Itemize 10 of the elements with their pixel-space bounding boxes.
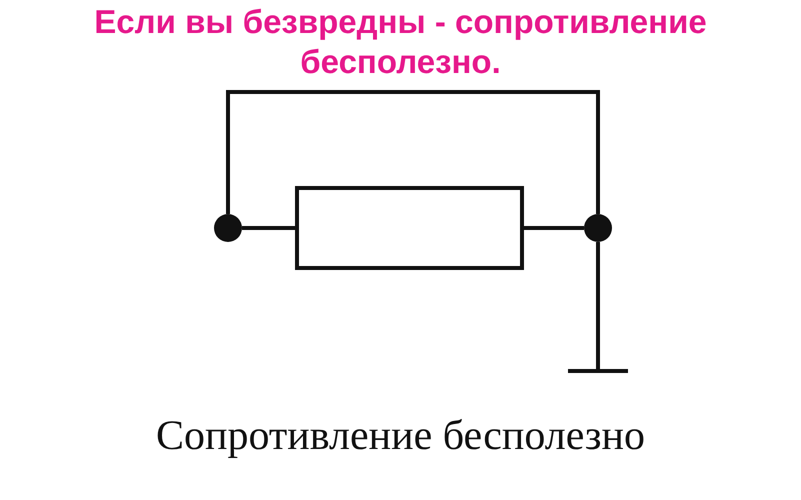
ground-symbol: [566, 340, 630, 374]
resistor-symbol: [295, 186, 524, 270]
wire: [524, 226, 584, 230]
caption: Сопротивление бесполезно: [155, 412, 646, 460]
wire: [596, 242, 600, 340]
wire: [242, 226, 295, 230]
junction-dot: [584, 214, 612, 242]
title: Если вы безвредны - сопротивление бесполезно.: [93, 2, 708, 82]
junction-dot: [214, 214, 242, 242]
wire: [226, 90, 600, 214]
